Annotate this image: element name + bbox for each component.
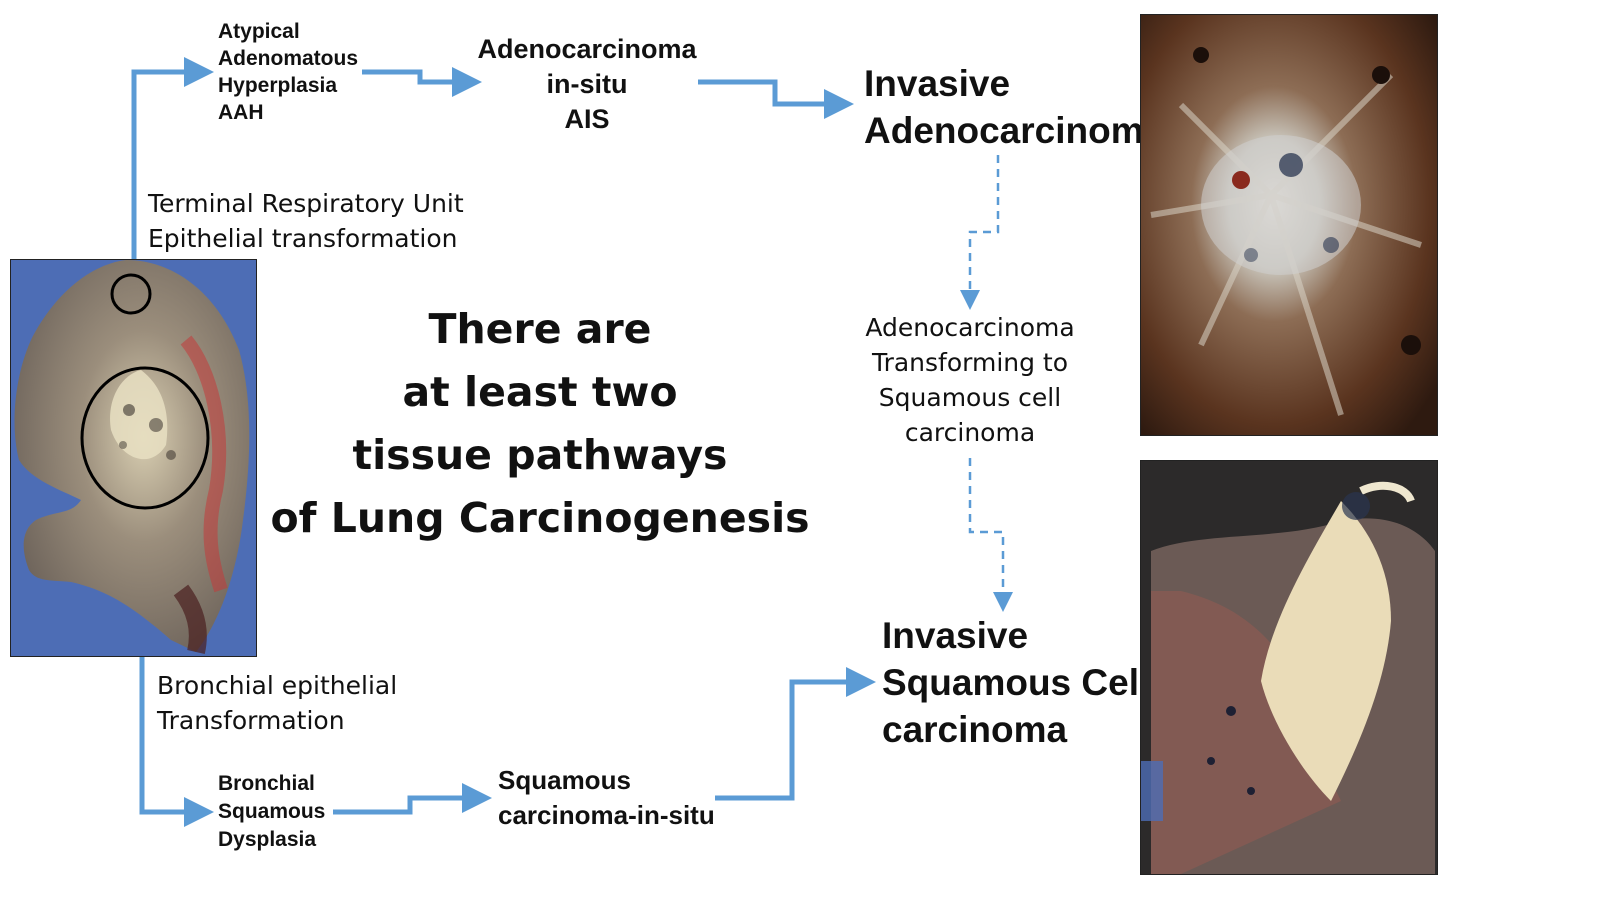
aah-label: Atypical Adenomatous Hyperplasia AAH: [218, 20, 359, 124]
dashed-arrow-transition-to-squamous: [968, 458, 1013, 612]
adeno-to-squamous-transition-label: Adenocarcinoma Transforming to Squamous …: [865, 313, 1075, 447]
ais-label: Adenocarcinoma in-situ AIS: [477, 34, 697, 134]
headline-text: There are at least two tissue pathways o…: [270, 305, 810, 542]
arrow-ais-to-invasive-adeno: [698, 79, 854, 119]
adenocarcinoma-specimen-image: [1140, 14, 1438, 436]
bronchial-epithelial-label: Bronchial epithelial Transformation: [157, 671, 398, 735]
bronchial-dysplasia-label: Bronchial Squamous Dysplasia: [218, 772, 326, 851]
lung-cross-section-image: [10, 259, 257, 657]
arrow-lung-to-aah: [131, 57, 214, 290]
arrow-dysplasia-to-cis: [333, 783, 492, 815]
dashed-arrow-adeno-to-transition: [960, 155, 1000, 310]
invasive-squamous-label: Invasive Squamous Cell carcinoma: [882, 615, 1150, 750]
invasive-adenocarcinoma-label: Invasive Adenocarcinoma: [864, 63, 1165, 151]
arrow-aah-to-ais: [362, 67, 482, 97]
lung-section-drawing: [11, 260, 256, 656]
squamous-cis-label: Squamous carcinoma-in-situ: [498, 765, 715, 830]
squamous-specimen-image: [1140, 460, 1438, 875]
arrow-cis-to-invasive-squamous: [715, 667, 876, 801]
terminal-respiratory-unit-label: Terminal Respiratory Unit Epithelial tra…: [148, 189, 464, 253]
adeno-specimen-drawing: [1141, 15, 1437, 435]
squamous-specimen-drawing: [1141, 461, 1437, 874]
